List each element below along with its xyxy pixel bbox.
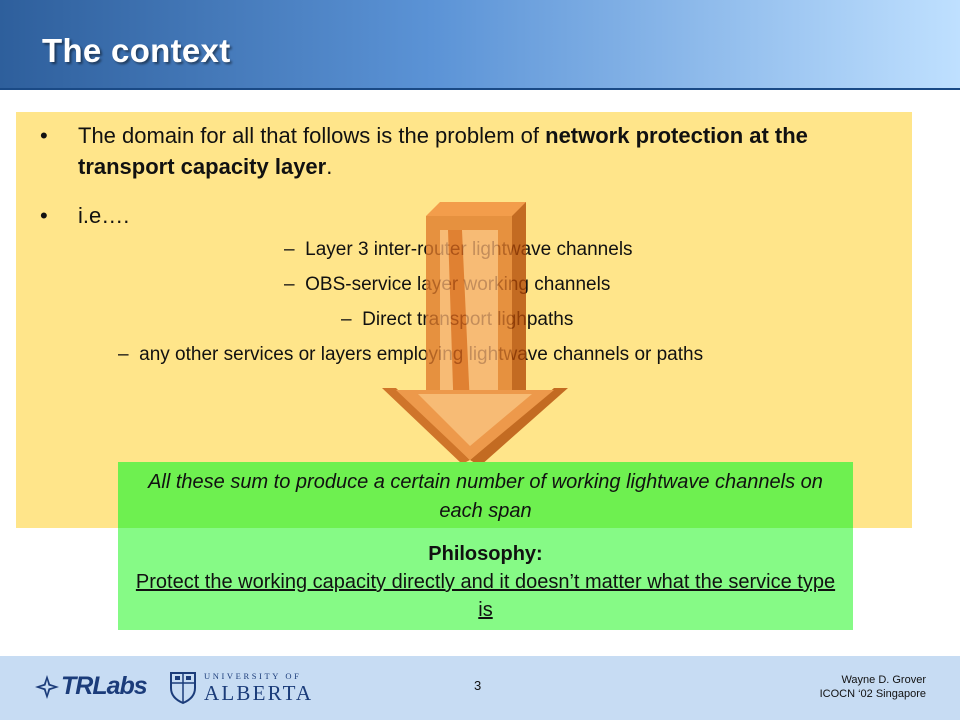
philosophy-text: Protect the working capacity directly an… (135, 571, 836, 621)
footer: TRLabs UNIVERSITY OF ALBERTA 3 Wayne D. … (0, 656, 960, 720)
bullet-marker: • (40, 123, 48, 148)
sub-item-text: any other services or layers employing l… (139, 344, 704, 365)
philosophy-box: Philosophy: Protect the working capacity… (118, 528, 853, 630)
down-arrow-icon (382, 202, 568, 466)
author-info: Wayne D. Grover ICOCN ‘02 Singapore (820, 673, 926, 701)
philosophy-title: Philosophy: (428, 543, 543, 565)
sub-item: – any other services or layers employing… (118, 343, 703, 367)
bullet-domain-text: The domain for all that follows is the p… (78, 123, 546, 148)
bullet-domain: The domain for all that follows is the p… (78, 120, 898, 182)
summary-text: All these sum to produce a certain numbe… (148, 471, 823, 522)
sub-item-dash: – (118, 344, 129, 365)
title-bar: The context (0, 0, 960, 90)
trlabs-logo: TRLabs (34, 672, 148, 702)
author-name: Wayne D. Grover (841, 674, 926, 686)
university-of-alberta-logo: UNIVERSITY OF ALBERTA (168, 668, 318, 708)
bullet-ie: i.e…. (78, 203, 130, 228)
conference-name: ICOCN ‘02 Singapore (819, 688, 926, 700)
sub-item-dash: – (284, 274, 295, 295)
sub-item-dash: – (284, 239, 295, 260)
trlabs-logo-text: TRLabs (61, 672, 148, 700)
crest-icon (170, 672, 196, 704)
bullet-domain-end: . (326, 154, 333, 179)
page-number: 3 (474, 678, 482, 693)
bullet-marker: • (40, 203, 48, 228)
alberta-text: ALBERTA (204, 681, 314, 705)
bullet-domain-bold: network protection at the transport capa… (78, 123, 808, 179)
trlabs-star-icon (35, 675, 59, 699)
university-of-text: UNIVERSITY OF (204, 671, 302, 681)
summary-box: All these sum to produce a certain numbe… (118, 462, 853, 528)
slide-title: The context (42, 32, 231, 69)
sub-item-dash: – (341, 309, 352, 330)
